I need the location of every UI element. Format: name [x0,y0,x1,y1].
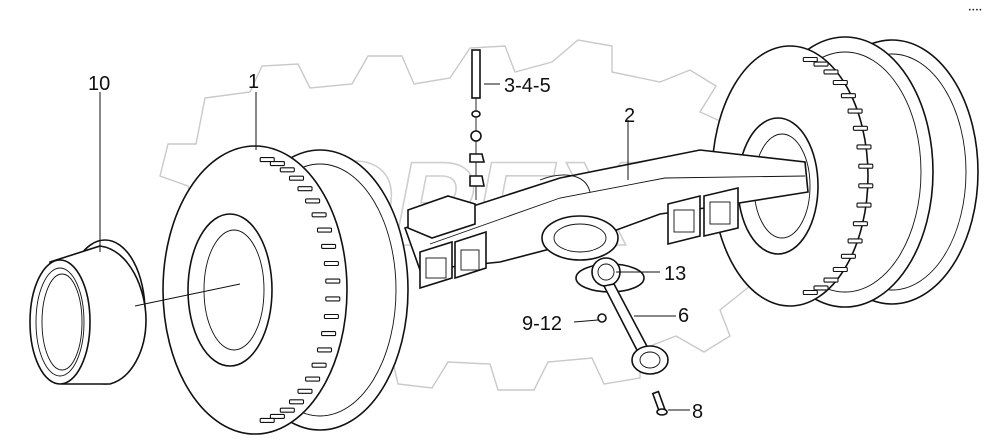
tread-block [802,56,818,63]
tread-block [311,212,327,218]
corner-mark: •••• [968,7,982,14]
tread-block [813,285,829,291]
axle-beam [403,149,809,271]
tread-block [311,362,327,368]
tread-block [297,388,313,394]
wheel-rim [29,239,241,385]
tread-block [259,157,275,163]
tread-block [832,79,848,86]
callout-nuts: 9-12 [522,313,562,335]
tread-block [858,163,874,169]
callout-bolt-set: 3-4-5 [504,75,551,97]
tread-block [847,108,863,114]
callout-rim: 10 [88,73,110,95]
tread-block [325,278,341,284]
tread-block [297,186,313,192]
tread-block [279,407,295,413]
u-bolt-set [469,49,486,200]
tread-block [305,376,321,382]
tread-block [847,238,863,244]
leader-lines [99,83,690,411]
callout-shaft: 6 [678,305,689,327]
hub-and-shaft [575,257,669,375]
tread-block [323,313,339,320]
tread-block [852,221,868,227]
tread-block [305,198,321,204]
callout-bolt: 8 [692,401,703,423]
tread-block [823,277,839,283]
tread-block [856,144,872,150]
tread-block [325,296,341,302]
callout-tire: 1 [248,71,259,93]
tread-block [288,399,305,405]
tread-block [858,183,874,189]
tread-block [321,331,337,337]
right-spring-pads [667,186,739,246]
callout-axle: 2 [624,105,635,127]
tread-block [813,61,829,67]
left-spring-pads [407,195,487,290]
tread-block [316,347,333,353]
tread-block [840,93,856,99]
tread-block [279,167,295,173]
tread-block [323,260,339,267]
tread-block [269,161,285,167]
tread-block [269,413,285,419]
tread-block [832,266,848,273]
tread-block [840,253,856,259]
left-dual-tires [162,145,409,435]
tread-block [321,243,337,249]
tread-block [802,289,818,296]
tread-block [852,125,868,131]
callout-hub: 13 [664,263,686,285]
tread-block [316,227,333,233]
bolt-8 [651,390,668,416]
tread-block [856,202,872,208]
tread-block [288,175,305,181]
tread-block [823,69,839,75]
tread-block [259,417,275,423]
